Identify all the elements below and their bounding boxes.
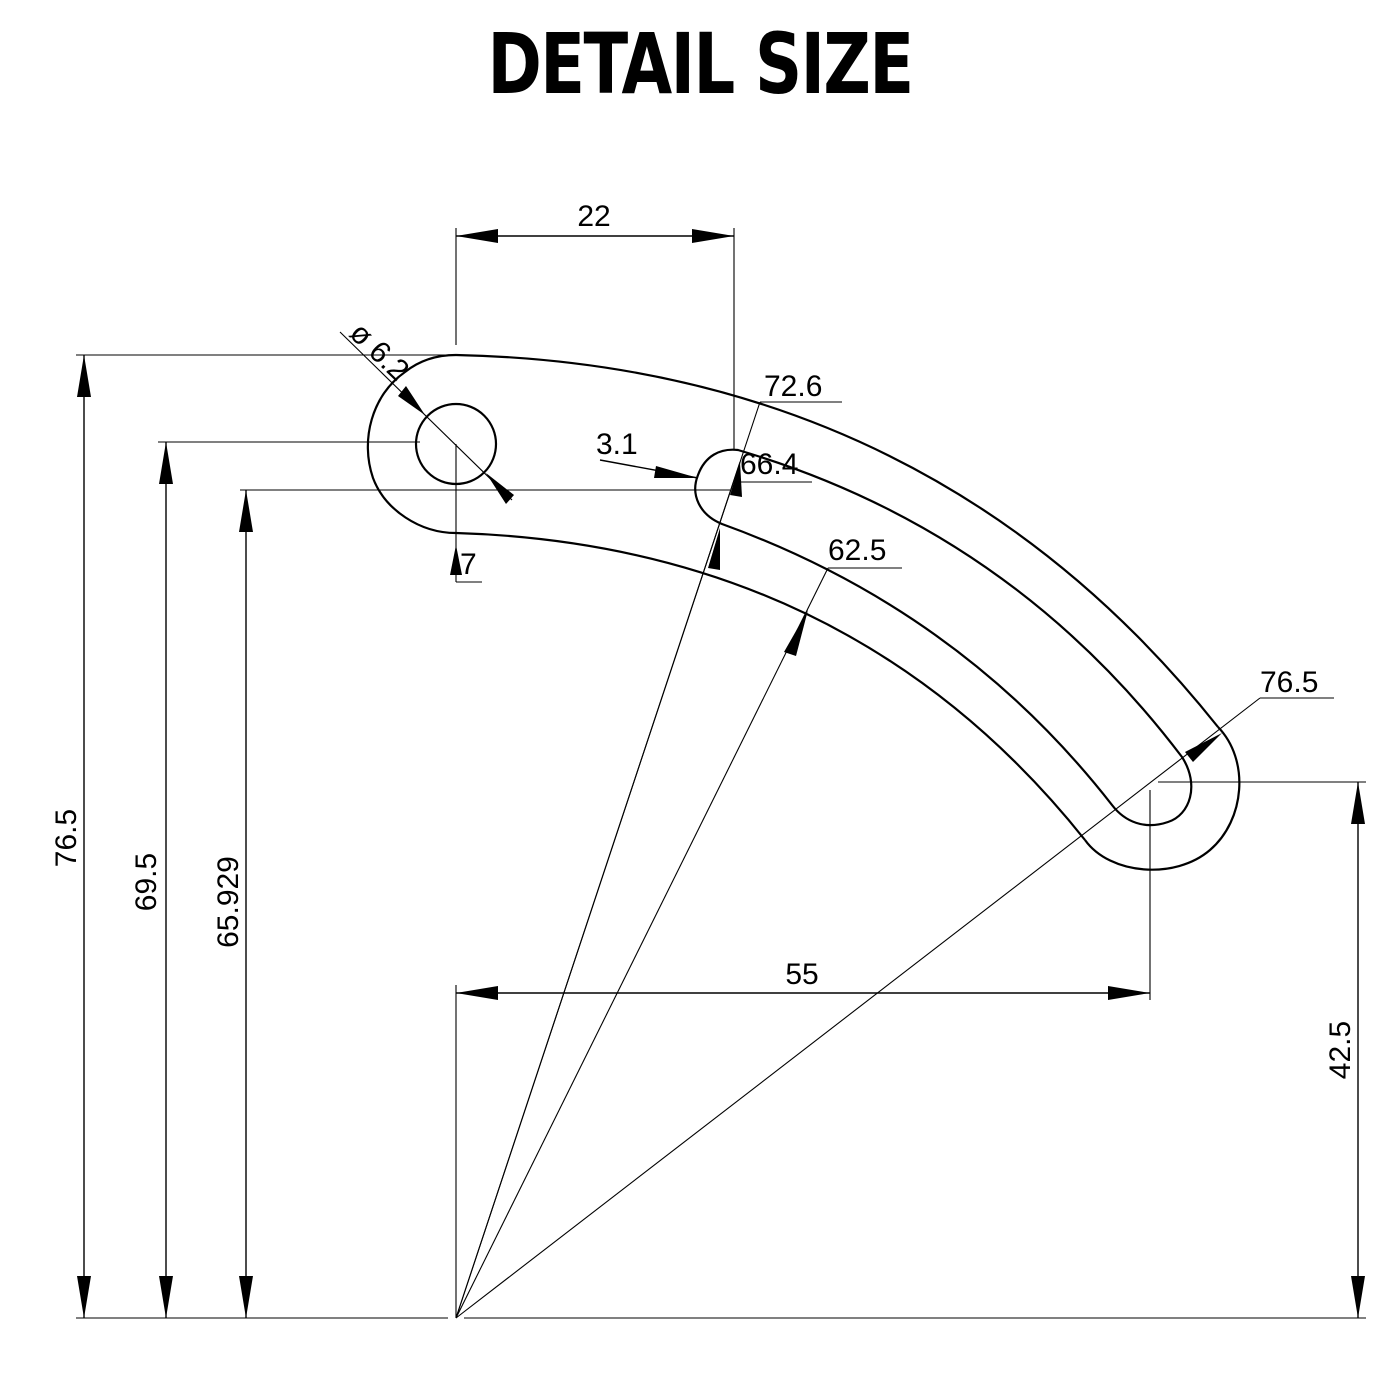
dim-left-height-hole: 69.5 [130, 853, 163, 911]
dim-slot-radius-center: 66.4 [740, 448, 798, 481]
outer-edge [455, 353, 1219, 728]
dim-right-height: 42.5 [1324, 1021, 1357, 1079]
dim-inner-radius: 62.5 [828, 534, 886, 567]
dim-slot-radius-outer: 72.6 [764, 370, 822, 403]
page-title: DETAIL SIZE [487, 15, 914, 113]
dim-left-height-slot: 65.929 [212, 856, 245, 948]
inner-edge [455, 531, 1086, 841]
construction-lines [339, 331, 1334, 1319]
dim-top-span: 22 [577, 200, 610, 233]
right-end-cap [1084, 726, 1241, 871]
dim-bottom-span: 55 [785, 958, 818, 991]
dim-hole-diameter: ø 6.2 [343, 316, 415, 387]
extension-lines [76, 228, 1366, 1319]
left-end-cap [366, 353, 457, 535]
slot [694, 448, 1193, 827]
dim-slot-half-width: 3.1 [596, 428, 638, 461]
dim-offset-small: 7 [460, 548, 477, 581]
dim-left-height-total: 76.5 [50, 809, 83, 867]
dim-end-radius: 76.5 [1260, 666, 1318, 699]
part-outline [366, 353, 1241, 871]
dimension-lines [77, 229, 1365, 1318]
